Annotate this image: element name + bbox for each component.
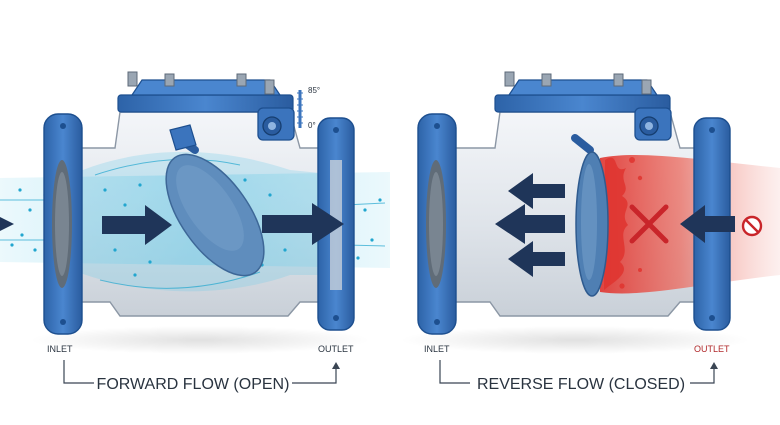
swing-disc-open — [165, 124, 265, 277]
bolt — [504, 71, 515, 87]
caption-forward-flow: FORWARD FLOW (OPEN) — [97, 376, 290, 393]
flow-arrow-icon — [508, 173, 565, 209]
flow-arrow-icon — [680, 205, 735, 243]
floor-shadow — [400, 326, 750, 354]
panel-reverse-flow: INLET OUTLET REVERSE FLOW (CLOSED) — [400, 71, 780, 393]
caption-bracket — [63, 360, 337, 384]
flow-arrow-icon — [102, 205, 172, 245]
bolt — [613, 73, 624, 87]
bolt — [541, 73, 552, 87]
outlet-label: OUTLET — [318, 344, 354, 354]
flow-arrow-icon — [262, 203, 344, 245]
no-entry-icon — [741, 215, 763, 237]
hinge-boss — [257, 107, 295, 141]
inlet-flange — [43, 113, 83, 335]
gauge-max-label: 85° — [308, 86, 320, 95]
inlet-label: INLET — [47, 344, 73, 354]
backflow-splash — [604, 157, 643, 290]
flow-arrow-icon — [508, 241, 565, 277]
bolt — [264, 79, 275, 95]
outlet-label: OUTLET — [694, 344, 730, 354]
bolt — [641, 79, 652, 95]
panel-forward-flow: 85° 0° — [0, 71, 390, 393]
caption-bracket — [439, 360, 715, 384]
bolt — [164, 73, 175, 87]
bonnet-cover — [494, 71, 671, 113]
bonnet-cover — [117, 71, 294, 113]
swing-disc-closed — [571, 134, 609, 297]
angle-gauge-icon: 85° 0° — [297, 86, 320, 130]
bolt — [236, 73, 247, 87]
flow-arrow-icon — [495, 204, 565, 244]
flow-arrow-icon — [0, 217, 14, 231]
caption-reverse-flow: REVERSE FLOW (CLOSED) — [477, 376, 685, 393]
blocked-x-icon — [629, 204, 669, 244]
bolt — [127, 71, 138, 87]
hinge-boss — [634, 107, 672, 141]
inlet-label: INLET — [424, 344, 450, 354]
gauge-min-label: 0° — [308, 121, 316, 130]
floor-shadow — [30, 326, 370, 354]
inlet-flange — [417, 113, 457, 335]
